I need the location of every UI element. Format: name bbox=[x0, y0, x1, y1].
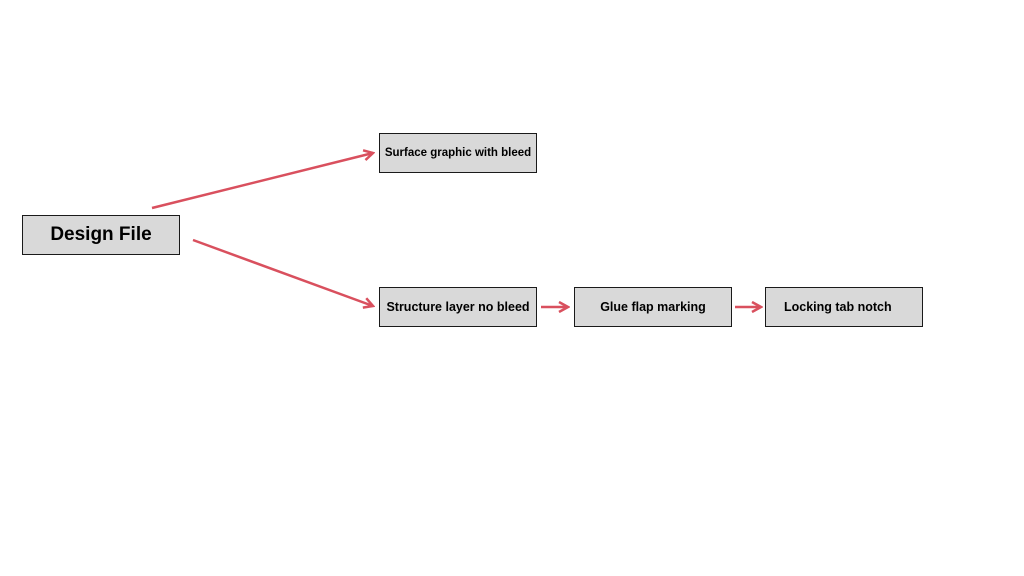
node-structure-layer-label: Structure layer no bleed bbox=[386, 300, 530, 314]
node-design-file: Design File bbox=[22, 215, 180, 255]
node-surface-graphic: Surface graphic with bleed bbox=[379, 133, 537, 173]
node-design-file-label: Design File bbox=[50, 224, 152, 245]
node-locking-tab: Locking tab notch bbox=[765, 287, 923, 327]
node-glue-flap-label: Glue flap marking bbox=[600, 300, 706, 314]
node-glue-flap: Glue flap marking bbox=[574, 287, 732, 327]
node-structure-layer: Structure layer no bleed bbox=[379, 287, 537, 327]
node-locking-tab-label: Locking tab notch bbox=[784, 300, 892, 314]
node-surface-graphic-label: Surface graphic with bleed bbox=[384, 147, 532, 159]
arrow-design-to-surface bbox=[151, 153, 373, 210]
arrow-design-to-structure bbox=[192, 238, 373, 306]
